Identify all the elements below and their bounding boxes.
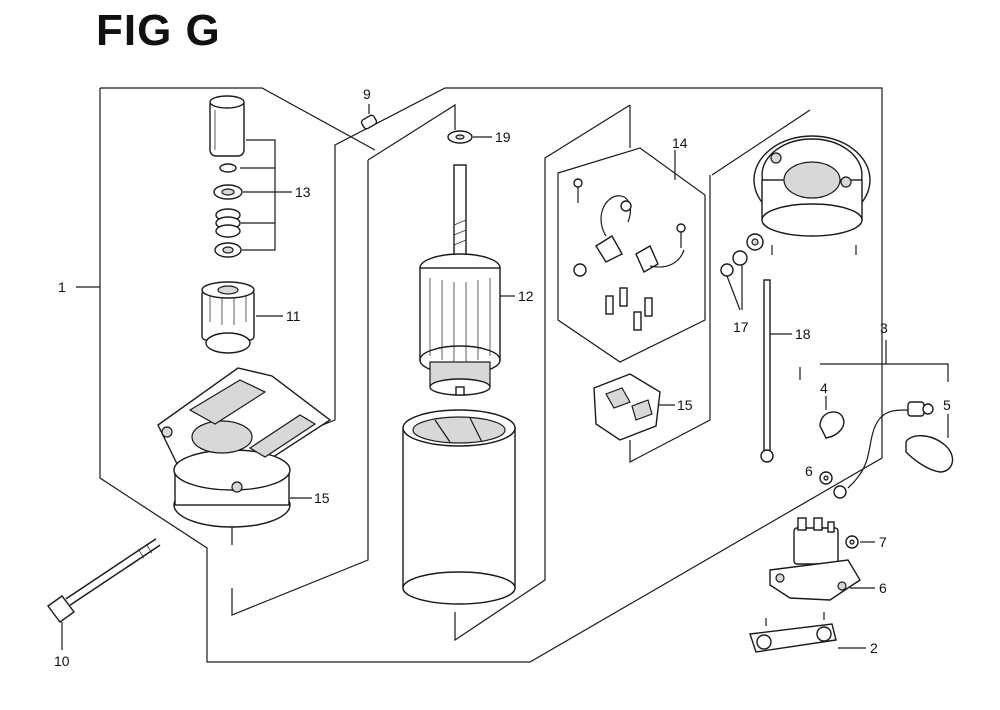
solenoid-nut bbox=[845, 535, 875, 549]
label-part-4: 4 bbox=[820, 380, 828, 396]
brush-holder-frame bbox=[544, 104, 711, 463]
label-part-9: 9 bbox=[363, 86, 371, 102]
label-part-15: 15 bbox=[677, 397, 693, 413]
thrust-washer bbox=[447, 130, 492, 144]
label-part-3: 3 bbox=[880, 320, 888, 336]
assembly-outline bbox=[99, 87, 883, 663]
front-bracket bbox=[157, 367, 332, 528]
label-part-11: 11 bbox=[286, 308, 301, 324]
mounting-plate bbox=[749, 612, 866, 653]
label-part-5: 5 bbox=[943, 397, 951, 413]
label-part-10: 10 bbox=[54, 653, 70, 669]
armature bbox=[419, 164, 515, 396]
label-part-14: 14 bbox=[672, 135, 688, 151]
starter-solenoid bbox=[769, 517, 875, 601]
mounting-bolt bbox=[47, 538, 161, 650]
label-part-16: 15 bbox=[314, 490, 330, 506]
figure-title: FIG G bbox=[96, 6, 221, 55]
label-part-17: 17 bbox=[733, 319, 749, 335]
label-part-13: 13 bbox=[295, 184, 311, 200]
brush-holder bbox=[593, 373, 675, 441]
end-cover-frame bbox=[711, 109, 857, 255]
label-part-6-solenoid: 6 bbox=[879, 580, 887, 596]
label-part-12: 12 bbox=[518, 288, 534, 304]
terminal-nuts bbox=[720, 233, 764, 311]
pinion-stop-set bbox=[209, 95, 292, 258]
label-part-18: 18 bbox=[795, 326, 811, 342]
terminal-cap bbox=[819, 396, 845, 439]
armature-case-frame bbox=[231, 103, 546, 642]
label-part-2: 2 bbox=[870, 640, 878, 656]
dowel-pin bbox=[360, 104, 378, 130]
rear-end-cover bbox=[753, 135, 871, 237]
label-part-6-nut: 6 bbox=[805, 463, 813, 479]
motor-yoke bbox=[402, 409, 516, 605]
pinion-gear bbox=[201, 281, 283, 354]
through-bolt bbox=[760, 279, 792, 463]
label-part-1: 1 bbox=[58, 279, 66, 295]
brush-set bbox=[557, 147, 706, 363]
label-part-7: 7 bbox=[879, 534, 887, 550]
label-part-19: 19 bbox=[495, 129, 511, 145]
terminal-boot bbox=[905, 414, 954, 473]
cable-frame bbox=[799, 340, 949, 382]
starter-cable bbox=[833, 401, 934, 499]
cable-nut bbox=[819, 471, 833, 485]
